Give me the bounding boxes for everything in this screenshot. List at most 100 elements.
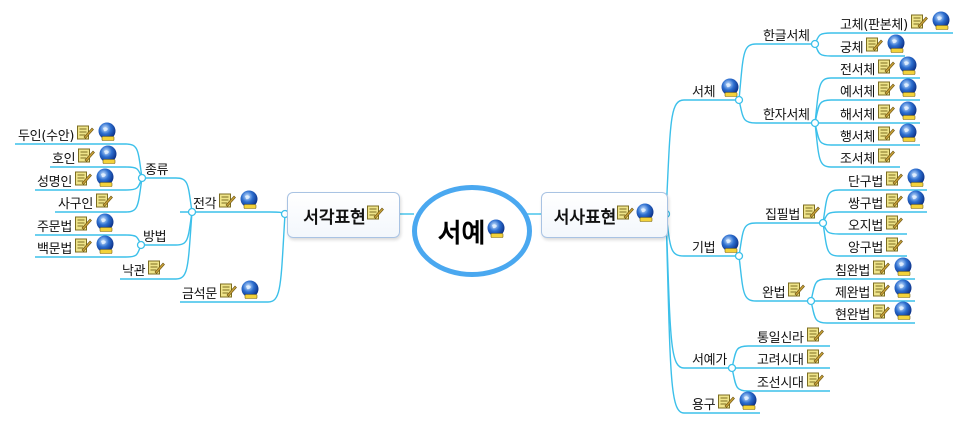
topic-node[interactable]: 전서체 (840, 56, 918, 80)
collapse-toggle[interactable] (137, 173, 147, 183)
note-icon (617, 205, 635, 225)
globe-link-icon[interactable] (95, 168, 115, 192)
topic-label: 해서체 (840, 107, 875, 123)
topic-node[interactable]: 방법 (143, 225, 168, 245)
collapse-toggle[interactable] (810, 39, 820, 49)
topic-node[interactable]: 주문법 (37, 213, 115, 237)
connector-line (731, 367, 830, 392)
topic-node[interactable]: 조선시대 (757, 371, 824, 391)
topic-label: 앙구법 (848, 240, 883, 256)
topic-label: 성명인 (37, 174, 72, 190)
topic-node[interactable]: 서체 (692, 78, 740, 102)
topic-node[interactable]: 조서체 (840, 147, 895, 167)
topic-node[interactable]: 예서체 (840, 78, 918, 102)
connector-line (810, 300, 915, 324)
topic-label: 단구법 (848, 174, 883, 190)
collapse-toggle[interactable] (187, 207, 197, 217)
globe-link-icon[interactable] (898, 56, 918, 80)
central-topic[interactable]: 서예 (412, 185, 532, 277)
topic-node[interactable]: 용구 (692, 391, 758, 415)
topic-node[interactable]: 완법 (762, 281, 806, 301)
topic-node[interactable]: 전각 (193, 190, 259, 214)
globe-link-icon[interactable] (931, 11, 951, 35)
topic-node[interactable]: 제완법 (835, 279, 913, 303)
topic-node[interactable]: 기법 (692, 234, 740, 258)
connector-line (738, 43, 815, 101)
topic-node[interactable]: 고체(판본체) (840, 11, 951, 35)
topic-node[interactable]: 한글서체 (763, 24, 812, 44)
topic-node[interactable]: 집필법 (765, 203, 820, 223)
globe-link-icon[interactable] (97, 122, 117, 146)
topic-label: 금석문 (182, 286, 217, 302)
globe-link-icon[interactable] (240, 280, 260, 304)
topic-node[interactable]: 오지법 (848, 214, 903, 234)
note-icon (885, 237, 903, 256)
connector-line (731, 345, 830, 369)
globe-link-icon[interactable] (95, 213, 115, 237)
globe-link-icon[interactable] (720, 234, 740, 258)
note-icon (74, 171, 92, 190)
globe-link-icon[interactable] (738, 391, 758, 415)
collapse-toggle[interactable] (734, 95, 744, 105)
note-icon (802, 204, 820, 223)
globe-link-icon[interactable] (720, 78, 740, 102)
topic-left-main[interactable]: 서각표현 (287, 192, 400, 238)
globe-link-icon[interactable] (95, 235, 115, 259)
globe-link-icon[interactable] (893, 257, 913, 281)
topic-node[interactable]: 고려시대 (757, 348, 824, 368)
note-icon (877, 126, 895, 145)
globe-link-icon[interactable] (898, 78, 918, 102)
topic-node[interactable]: 백문법 (37, 235, 115, 259)
topic-node[interactable]: 낙관 (122, 259, 166, 279)
globe-link-icon[interactable] (486, 216, 506, 246)
topic-node[interactable]: 침완법 (835, 257, 913, 281)
note-icon (366, 205, 384, 225)
topic-node[interactable]: 통일신라 (757, 326, 824, 346)
globe-link-icon[interactable] (906, 168, 926, 192)
topic-label: 서사표현 (553, 207, 617, 228)
collapse-toggle[interactable] (734, 251, 744, 261)
topic-node[interactable]: 성명인 (37, 168, 115, 192)
collapse-toggle[interactable] (136, 240, 146, 250)
topic-label: 행서체 (840, 129, 875, 145)
globe-link-icon[interactable] (635, 203, 655, 228)
topic-right-main[interactable]: 서사표현 (541, 192, 668, 238)
topic-node[interactable]: 종류 (145, 158, 170, 178)
collapse-toggle[interactable] (810, 118, 820, 128)
globe-link-icon[interactable] (239, 190, 259, 214)
globe-link-icon[interactable] (898, 101, 918, 125)
topic-node[interactable]: 쌍구법 (848, 190, 926, 214)
globe-link-icon[interactable] (893, 279, 913, 303)
note-icon (885, 215, 903, 234)
note-icon (219, 283, 237, 302)
collapse-toggle[interactable] (806, 296, 816, 306)
topic-node[interactable]: 서예가 (692, 348, 729, 368)
topic-node[interactable]: 궁체 (840, 34, 906, 58)
globe-link-icon[interactable] (893, 301, 913, 325)
collapse-toggle[interactable] (727, 363, 737, 373)
topic-node[interactable]: 호인 (52, 145, 118, 169)
globe-link-icon[interactable] (886, 34, 906, 58)
globe-link-icon[interactable] (98, 145, 118, 169)
topic-node[interactable]: 행서체 (840, 123, 918, 147)
globe-link-icon[interactable] (898, 123, 918, 147)
note-icon (877, 104, 895, 123)
connector-line (738, 255, 811, 302)
topic-node[interactable]: 앙구법 (848, 236, 903, 256)
topic-label: 두인(수안) (18, 128, 75, 144)
topic-node[interactable]: 한자서체 (763, 103, 812, 123)
globe-link-icon[interactable] (906, 190, 926, 214)
note-icon (877, 148, 895, 167)
topic-node[interactable]: 단구법 (848, 168, 926, 192)
topic-node[interactable]: 해서체 (840, 101, 918, 125)
topic-label: 예서체 (840, 84, 875, 100)
topic-node[interactable]: 현완법 (835, 301, 913, 325)
topic-node[interactable]: 금석문 (182, 280, 260, 304)
collapse-toggle[interactable] (818, 218, 828, 228)
topic-label: 고체(판본체) (840, 17, 908, 33)
topic-node[interactable]: 사구인 (58, 192, 113, 212)
note-icon (788, 282, 806, 301)
topic-node[interactable]: 두인(수안) (18, 122, 117, 146)
connector-line (814, 77, 920, 124)
